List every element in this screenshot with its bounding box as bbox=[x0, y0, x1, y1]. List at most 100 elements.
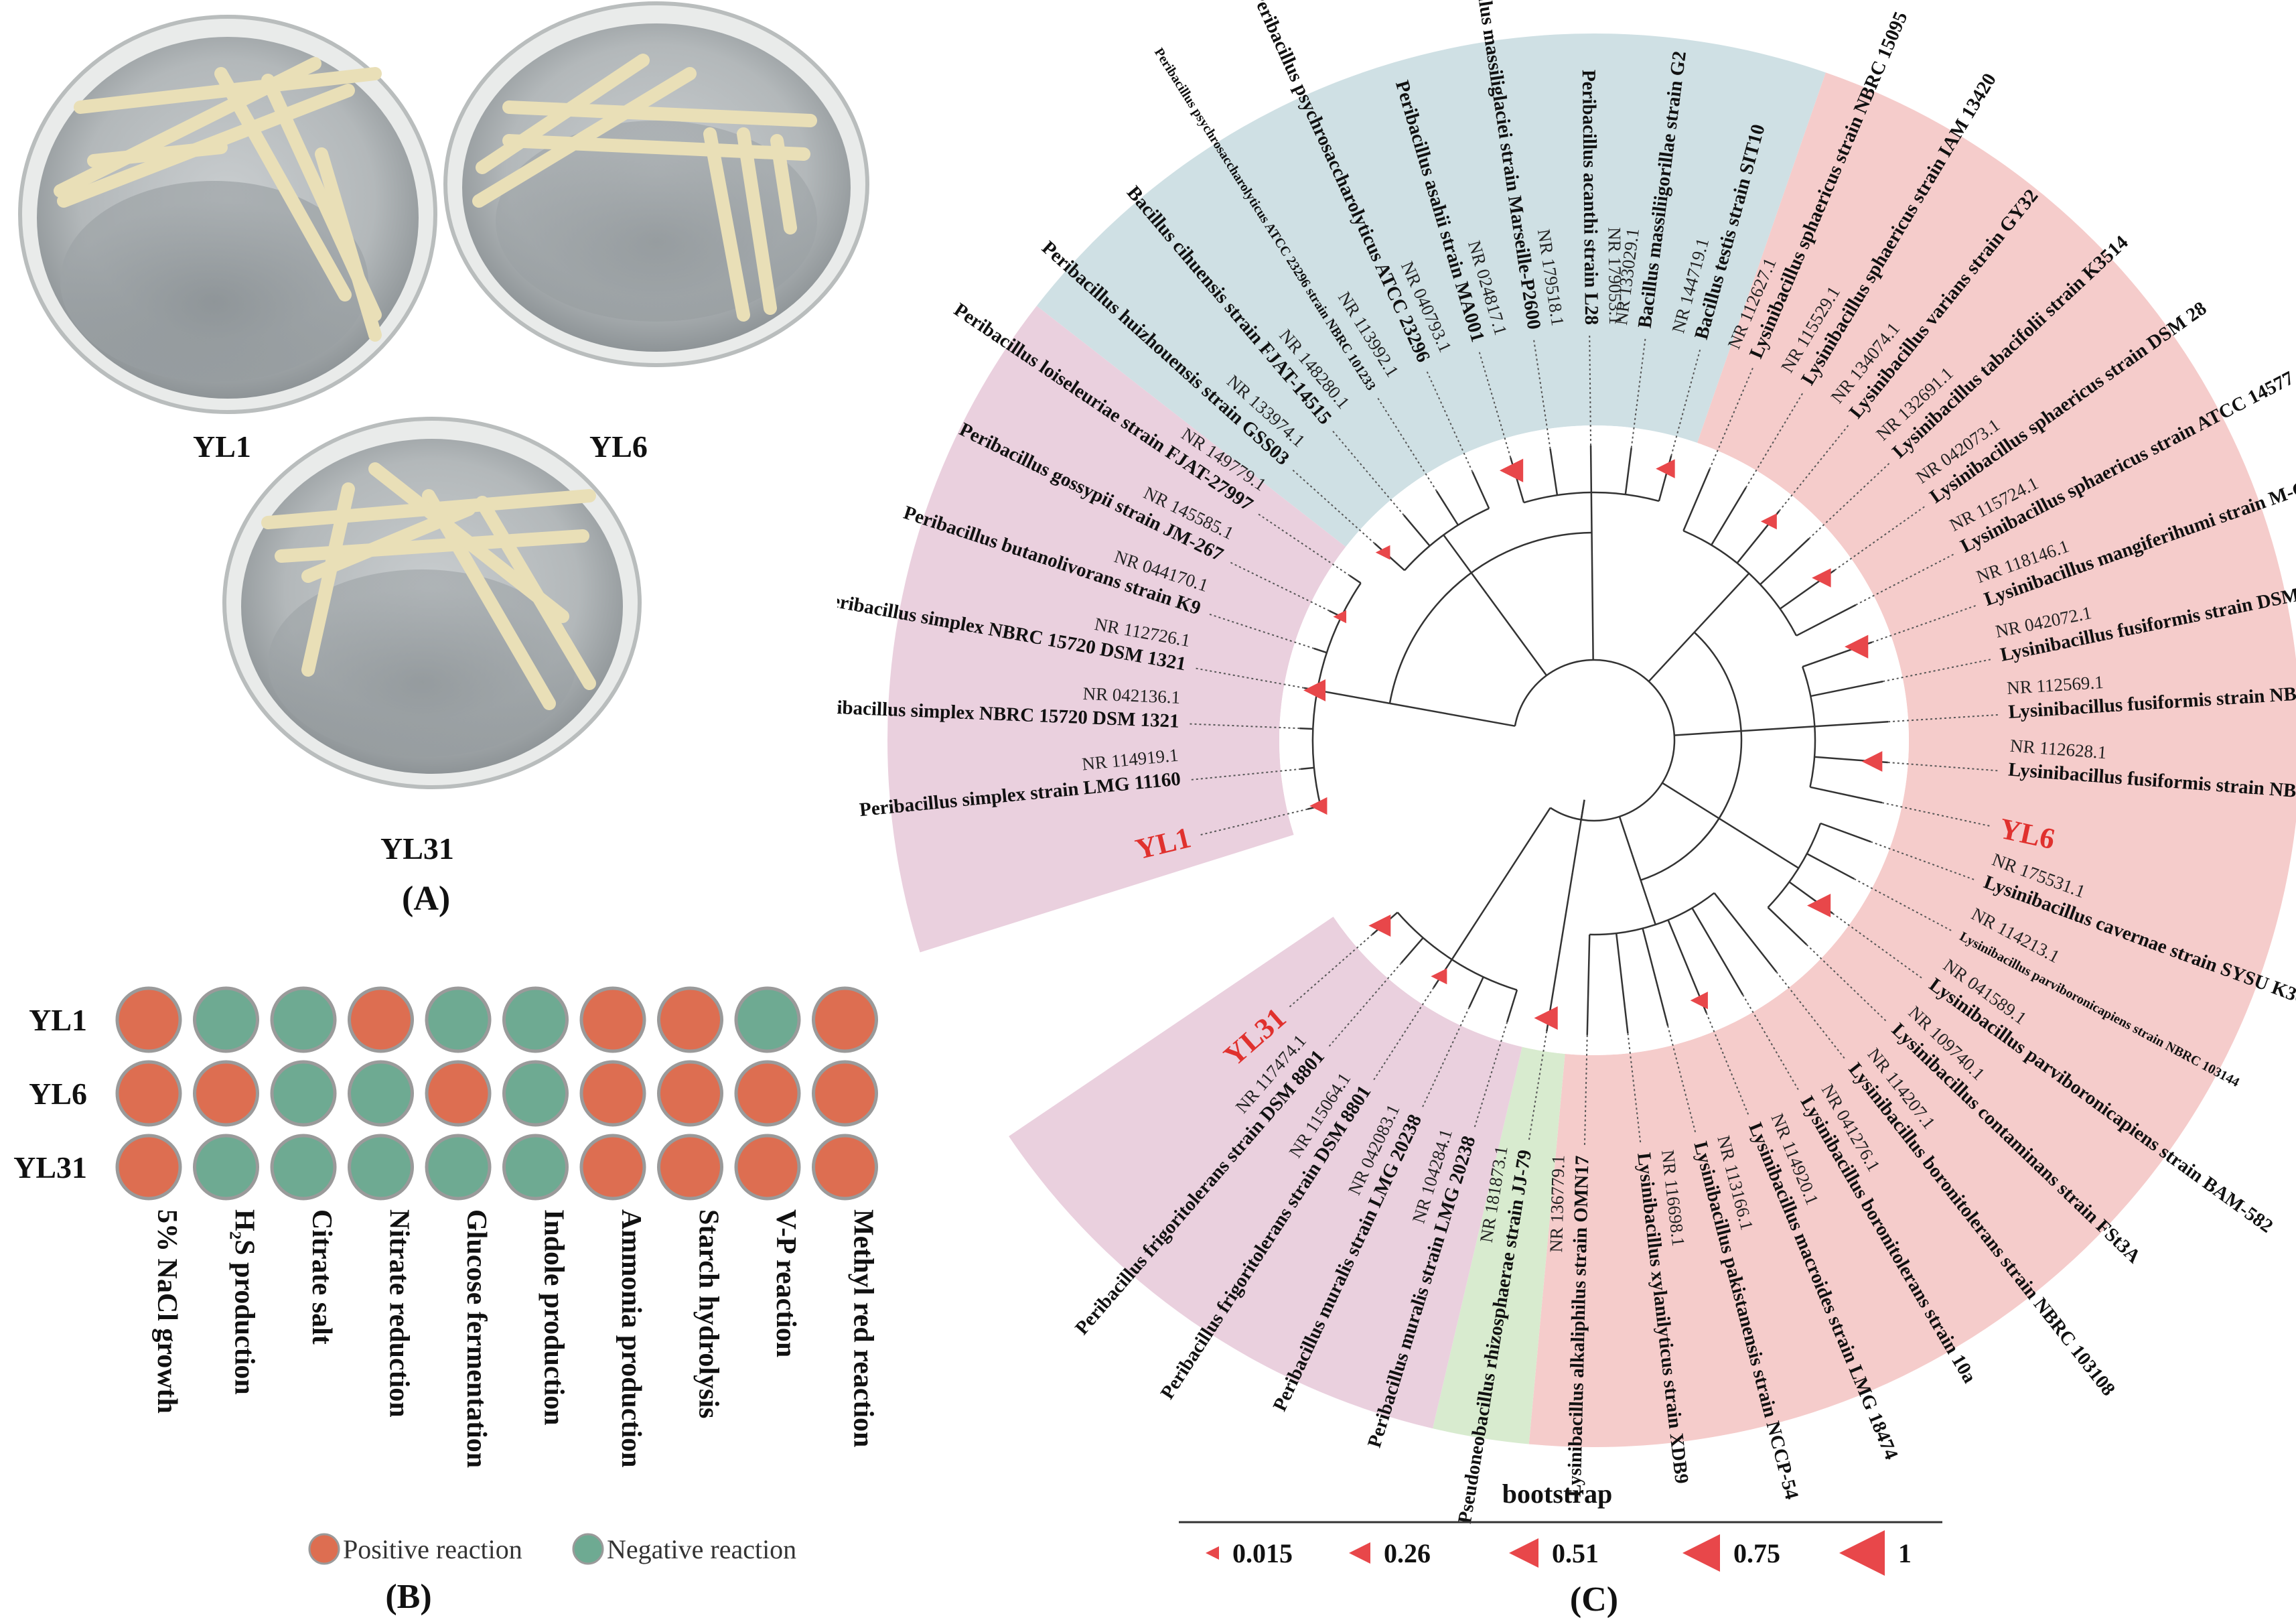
leaf-connector bbox=[1193, 667, 1305, 689]
test-label: Indole production bbox=[539, 1209, 569, 1426]
caption-b: (B) bbox=[385, 1578, 431, 1616]
tree-branch bbox=[1615, 933, 1629, 1034]
bootstrap-legend-marker bbox=[1509, 1538, 1538, 1568]
tree-branch-arc bbox=[1514, 659, 1676, 822]
bootstrap-marker bbox=[1368, 915, 1391, 937]
tree-branch bbox=[1806, 853, 1855, 880]
positive-result-dot bbox=[115, 1134, 182, 1201]
tree-branch bbox=[1546, 872, 1574, 1032]
tree-branch bbox=[1711, 487, 1747, 546]
negative-result-dot bbox=[502, 986, 569, 1053]
test-label: Methyl red reaction bbox=[848, 1209, 879, 1447]
test-label: Starch hydrolysis bbox=[693, 1209, 724, 1418]
leaf-connector bbox=[1627, 1032, 1642, 1146]
tree-branch bbox=[1618, 816, 1634, 856]
bootstrap-marker bbox=[1807, 893, 1831, 918]
tree-core-background bbox=[1279, 425, 1909, 1055]
positive-result-dot bbox=[657, 1134, 723, 1201]
tree-branch bbox=[1389, 702, 1516, 727]
positive-result-dot bbox=[812, 1134, 878, 1201]
leaf-connector bbox=[1834, 504, 1928, 571]
clade-band-bacillus bbox=[1036, 33, 1826, 547]
tree-branch bbox=[1698, 572, 1750, 628]
panel-a-plates bbox=[18, 1, 869, 789]
negative-result-dot bbox=[270, 986, 337, 1053]
negative-result-dot bbox=[348, 1060, 414, 1127]
plate-label-yl31: YL31 bbox=[380, 831, 454, 866]
test-label: Ammonia production bbox=[616, 1209, 646, 1467]
bootstrap-legend-value: 0.75 bbox=[1733, 1538, 1780, 1568]
tree-branch bbox=[1586, 934, 1591, 1035]
leaf-connector bbox=[1776, 971, 1847, 1061]
bootstrap-marker bbox=[1812, 568, 1831, 588]
strain-label: YL6 bbox=[29, 1077, 87, 1111]
negative-result-dot bbox=[502, 1134, 569, 1201]
clade-band-peribacillus-lower bbox=[1009, 917, 1522, 1429]
leaf-connector bbox=[1670, 346, 1702, 456]
tree-branch bbox=[1741, 725, 1815, 732]
bootstrap-legend-marker bbox=[1206, 1546, 1219, 1560]
test-label: 5% NaCl growth bbox=[151, 1209, 182, 1414]
positive-result-dot bbox=[657, 1060, 723, 1127]
tree-branch bbox=[1400, 937, 1424, 964]
tree-branch bbox=[1590, 492, 1593, 567]
bootstrap-marker bbox=[1375, 545, 1390, 560]
legend-negative-label: Negative reaction bbox=[607, 1534, 796, 1564]
tree-branch bbox=[1674, 730, 1741, 736]
caption-c: (C) bbox=[1570, 1580, 1618, 1619]
accession-label: NR 042136.1 bbox=[1082, 683, 1181, 707]
tree-branch bbox=[1580, 799, 1585, 820]
test-label: Citrate salt bbox=[306, 1209, 337, 1345]
bootstrap-marker bbox=[1690, 992, 1708, 1010]
tree-branch bbox=[1435, 490, 1459, 526]
positive-result-dot bbox=[657, 986, 723, 1053]
tree-branch bbox=[1506, 990, 1518, 1022]
negative-result-dot bbox=[502, 1060, 569, 1127]
bootstrap-marker bbox=[1309, 797, 1328, 815]
tree-branch bbox=[1486, 594, 1548, 676]
tree-branch bbox=[1451, 897, 1493, 960]
bootstrap-marker bbox=[1499, 458, 1524, 482]
negative-result-dot bbox=[270, 1134, 337, 1201]
tree-branch bbox=[1472, 471, 1490, 509]
leaf-connector bbox=[1745, 391, 1805, 488]
bootstrap-marker bbox=[1534, 1006, 1558, 1030]
tree-branch bbox=[1767, 906, 1808, 945]
tree-branch bbox=[1814, 721, 1889, 728]
leaf-connector bbox=[1778, 423, 1851, 512]
leaf-connector bbox=[1187, 723, 1300, 730]
tree-branch bbox=[1682, 468, 1711, 531]
test-label: V-P reaction bbox=[770, 1209, 801, 1357]
tree-branch bbox=[1549, 448, 1559, 496]
negative-result-dot bbox=[425, 1134, 492, 1201]
positive-result-dot bbox=[812, 1060, 878, 1127]
bootstrap-legend-marker bbox=[1839, 1530, 1885, 1576]
tree-branch bbox=[1313, 647, 1328, 654]
tree-branch bbox=[1349, 575, 1362, 584]
bootstrap-legend-value: 0.26 bbox=[1384, 1538, 1431, 1568]
test-label: Nitrate reduction bbox=[384, 1209, 415, 1418]
leaf-connector bbox=[1188, 768, 1301, 781]
negative-result-dot bbox=[425, 986, 492, 1053]
plate-yl6 bbox=[443, 1, 869, 367]
positive-result-dot bbox=[425, 1060, 492, 1127]
plate-label-yl6: YL6 bbox=[589, 429, 648, 464]
tree-branch bbox=[1735, 828, 1799, 869]
clade-band-peribacillus-upper bbox=[887, 306, 1346, 953]
tree-branch bbox=[1642, 928, 1669, 1026]
tree-branch bbox=[1443, 534, 1488, 595]
legend-negative-dot bbox=[572, 1533, 604, 1565]
tree-branch bbox=[1810, 680, 1883, 697]
leaf-connector bbox=[1709, 365, 1755, 470]
negative-result-dot bbox=[270, 1060, 337, 1127]
clade-band-pseudoneobacillus bbox=[1433, 1046, 1565, 1444]
strain-label: YL31 bbox=[13, 1150, 87, 1185]
negative-result-dot bbox=[348, 1134, 414, 1201]
positive-result-dot bbox=[348, 986, 414, 1053]
tree-branch bbox=[1299, 727, 1313, 730]
positive-result-dot bbox=[812, 986, 878, 1053]
tree-branch bbox=[1760, 538, 1810, 586]
